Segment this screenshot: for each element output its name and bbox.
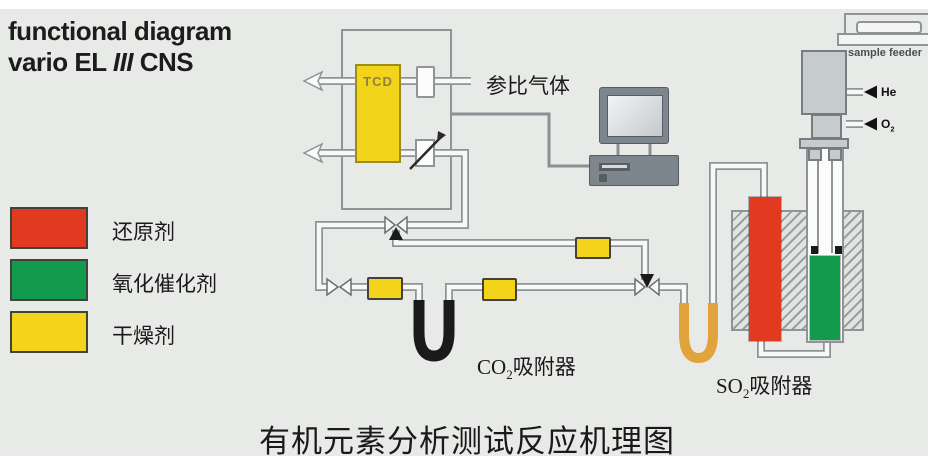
sample-feeder-base — [837, 33, 931, 46]
sample-inlet-neck — [811, 114, 842, 139]
co2-absorber-label: CO2吸附器 — [477, 355, 576, 383]
sample-inlet-flange — [799, 138, 849, 149]
valve-icon — [326, 277, 352, 297]
so2-absorber-label: SO2吸附器 — [716, 374, 813, 402]
title-roman-numeral: III — [112, 47, 134, 77]
oxidation-catalyst-column — [809, 255, 841, 341]
o2-inlet-label: O2 — [881, 117, 895, 134]
title-line-1: functional diagram — [8, 16, 232, 46]
signal-wire — [452, 112, 589, 168]
sample-feeder-label: sample feeder — [848, 47, 922, 59]
bottom-white-band — [0, 456, 934, 467]
tcd-label: TCD — [363, 74, 393, 89]
legend-swatch-reducing-agent — [10, 207, 88, 249]
outlet-arrow-bottom-icon — [302, 142, 324, 164]
page-title: functional diagram vario EL III CNS — [8, 16, 232, 78]
three-way-valve-lower-icon — [634, 274, 660, 297]
inner-tube-rim-left — [811, 246, 818, 254]
floppy-slot-bar — [602, 165, 627, 168]
drying-cartridge-1 — [367, 277, 403, 300]
three-way-valve-upper-icon — [384, 215, 408, 240]
right-white-band — [928, 0, 934, 467]
legend-swatch-oxidation-catalyst — [10, 259, 88, 301]
pipe-connector — [416, 66, 435, 98]
legend-label-drying-agent: 干燥剂 — [112, 324, 175, 348]
top-white-band — [0, 0, 934, 9]
drying-cartridge-3 — [575, 237, 611, 259]
power-button — [599, 174, 607, 182]
sample-inlet-block — [801, 50, 847, 115]
drying-cartridge-2 — [482, 278, 517, 301]
inner-tube-rim-right — [835, 246, 842, 254]
computer-case — [589, 155, 679, 186]
tcd-detector: TCD — [355, 64, 401, 163]
diagram-caption: 有机元素分析测试反应机理图 — [259, 424, 675, 459]
he-inlet-arrow-icon — [864, 85, 877, 99]
inner-sample-tube — [817, 147, 833, 253]
he-inlet-label: He — [881, 85, 897, 99]
title-line-2: vario EL III CNS — [8, 47, 194, 77]
computer-monitor — [599, 87, 669, 144]
flange-leg-left — [808, 148, 822, 161]
reduction-tube-column — [748, 196, 782, 342]
flange-leg-right — [828, 148, 842, 161]
legend-swatch-drying-agent — [10, 311, 88, 353]
o2-inlet-arrow-icon — [864, 117, 877, 131]
legend-label-reducing-agent: 还原剂 — [112, 220, 175, 244]
outlet-arrow-top-icon — [302, 70, 324, 92]
so2-absorber-u-tube — [679, 303, 718, 364]
co2-absorber-u-tube — [413, 300, 455, 362]
floppy-drive-slot — [599, 163, 630, 171]
reference-gas-label: 参比气体 — [486, 74, 570, 98]
monitor-screen — [607, 95, 663, 137]
legend-label-oxidation-catalyst: 氧化催化剂 — [112, 272, 217, 296]
